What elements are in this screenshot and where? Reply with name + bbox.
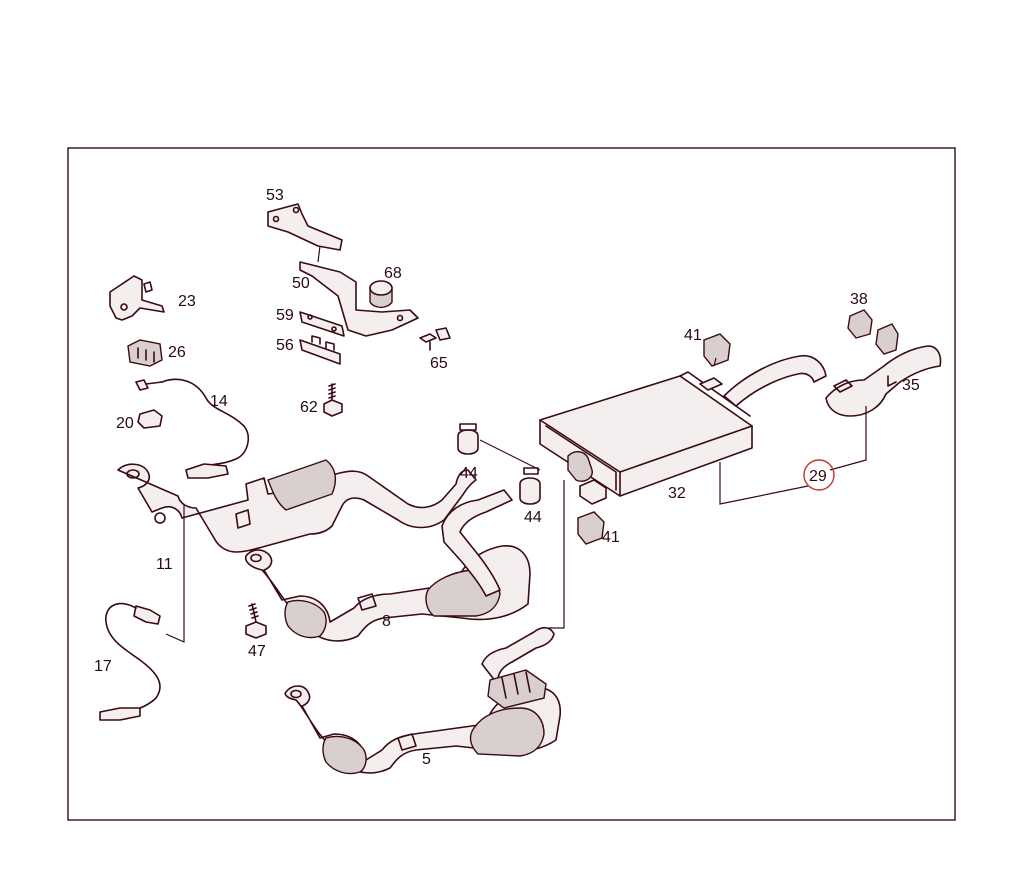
callout-20[interactable]: 20 (116, 415, 134, 432)
part-23-bracket[interactable] (109, 275, 165, 321)
part-44-clamp-lower[interactable] (519, 467, 541, 505)
diagram-frame (67, 147, 956, 821)
callout-26[interactable]: 26 (168, 344, 186, 361)
callout-35[interactable]: 35 (902, 377, 920, 394)
callout-29[interactable]: 29 (809, 468, 827, 485)
callout-5[interactable]: 5 (422, 751, 431, 768)
callout-44-lower[interactable]: 44 (524, 509, 542, 526)
callout-11[interactable]: 11 (156, 556, 173, 573)
callout-47[interactable]: 47 (248, 643, 266, 660)
callout-50[interactable]: 50 (292, 275, 310, 292)
callout-8[interactable]: 8 (382, 613, 391, 630)
part-11-front-pipe[interactable] (117, 459, 477, 553)
callout-41-lower[interactable]: 41 (602, 529, 620, 546)
highlight-circle-29 (803, 459, 835, 491)
part-38-rubber-mount[interactable] (847, 309, 899, 355)
part-20-clip[interactable] (137, 409, 163, 429)
callout-23[interactable]: 23 (178, 293, 196, 310)
part-56-plate[interactable] (299, 335, 341, 365)
callout-68[interactable]: 68 (384, 265, 402, 282)
part-17-oxygen-sensor[interactable] (99, 602, 161, 721)
part-44-clamp-upper[interactable] (457, 423, 479, 455)
callout-38[interactable]: 38 (850, 291, 868, 308)
part-26-connector[interactable] (127, 339, 163, 367)
part-32-center-muffler[interactable] (539, 354, 827, 505)
part-41-rubber-mount-upper[interactable] (703, 333, 731, 367)
part-5-catalytic-pipe[interactable] (284, 685, 561, 775)
part-53-bracket[interactable] (267, 203, 343, 251)
leader-lines (165, 245, 867, 643)
callout-56[interactable]: 56 (276, 337, 294, 354)
callout-59[interactable]: 59 (276, 307, 294, 324)
callout-14[interactable]: 14 (210, 393, 228, 410)
callout-65[interactable]: 65 (430, 355, 448, 372)
part-14-oxygen-sensor[interactable] (135, 378, 250, 479)
part-41-rubber-mount-lower[interactable] (577, 511, 605, 545)
callout-44-upper[interactable]: 44 (460, 465, 478, 482)
part-59-plate[interactable] (299, 311, 345, 337)
part-68-rubber-mount[interactable] (369, 280, 393, 309)
part-8-inlet-pipe[interactable] (441, 489, 513, 597)
part-65-screw[interactable] (419, 327, 451, 351)
callout-41-upper[interactable]: 41 (684, 327, 702, 344)
part-5-inlet-pipe[interactable] (481, 626, 555, 709)
part-47-bolt[interactable] (245, 603, 267, 639)
part-50-bracket[interactable] (299, 261, 419, 337)
part-35-tail-pipe[interactable] (825, 345, 942, 417)
part-62-bolt[interactable] (323, 383, 343, 417)
callout-17[interactable]: 17 (94, 658, 112, 675)
callout-32[interactable]: 32 (668, 485, 686, 502)
callout-53[interactable]: 53 (266, 187, 284, 204)
callout-62[interactable]: 62 (300, 399, 318, 416)
